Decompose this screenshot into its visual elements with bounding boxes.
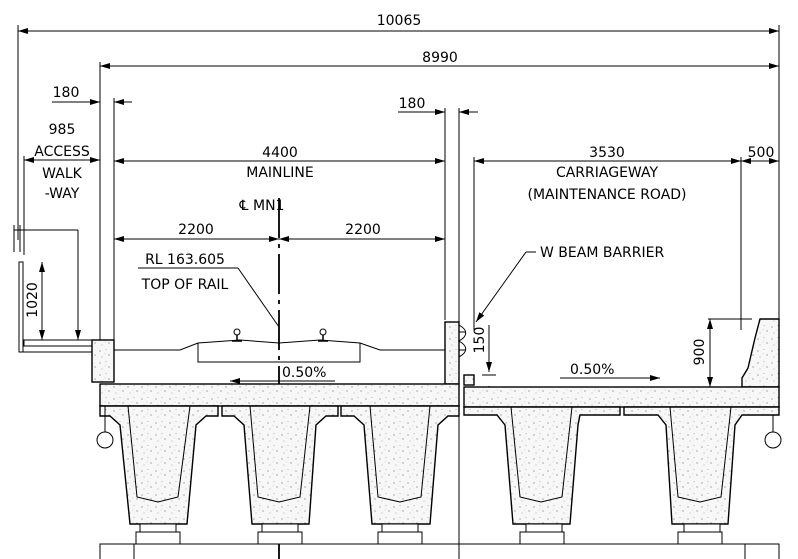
barrier-width-text: 500 — [748, 145, 775, 161]
slope-right-text: 0.50% — [570, 362, 614, 378]
mainline-width-text: 4400 — [262, 145, 298, 161]
slope-left-text: 0.50% — [282, 365, 326, 381]
walkway-railing: 1020 — [13, 225, 115, 383]
central-barrier: 150 — [444, 321, 496, 405]
bearings — [135, 523, 723, 545]
mainline-label: MAINLINE — [246, 165, 314, 181]
trackbed: 0.50% — [114, 328, 445, 384]
walkway-label-line1: ACCESS — [34, 144, 90, 160]
deck-slab-right — [463, 386, 780, 408]
rail-left — [232, 328, 242, 342]
overall-width-text: 10065 — [377, 13, 422, 29]
half-track-left-text: 2200 — [178, 222, 214, 238]
wbeam-height-text: 150 — [472, 327, 488, 354]
w-beam-barrier-annotation: W BEAM BARRIER — [475, 245, 664, 323]
carriageway-width-text: 3530 — [589, 145, 625, 161]
drain-left — [96, 406, 114, 449]
carriageway-label: CARRIAGEWAY — [556, 165, 659, 181]
dimension-mainline: 4400 MAINLINE ℄ MN1 2200 2200 — [114, 145, 445, 242]
barrier-gap-text: 180 — [399, 96, 426, 112]
girder — [463, 406, 621, 525]
deck-slab-left — [99, 383, 460, 407]
walkway-width-text: 985 — [49, 122, 76, 138]
dimension-deck: 8990 — [99, 50, 779, 340]
girder — [623, 406, 780, 525]
left-gap-text: 180 — [53, 85, 80, 101]
centerline-label: ℄ MN1 — [239, 198, 285, 214]
railing-height-text: 1020 — [25, 282, 41, 318]
girder — [340, 405, 460, 525]
road-side: 0.50% 900 — [560, 318, 780, 388]
walkway-label-line2: WALK — [42, 166, 82, 182]
top-of-rail-text: TOP OF RAIL — [141, 277, 229, 293]
dimension-carriageway: 3530 500 CARRIAGEWAY (MAINTENANCE ROAD) — [473, 145, 779, 330]
girder — [99, 405, 219, 525]
dimension-overall: 10065 — [17, 13, 780, 320]
maintenance-road-label: (MAINTENANCE ROAD) — [527, 187, 686, 203]
dimension-walkway: 985 ACCESS WALK -WAY — [23, 122, 100, 255]
pier-cap — [99, 543, 780, 559]
girder — [221, 405, 339, 525]
rail-right — [318, 328, 328, 342]
dimension-left-gap: 180 — [52, 85, 132, 340]
rail-level-annotation: RL 163.605 TOP OF RAIL — [138, 252, 280, 328]
deck-width-text: 8990 — [422, 50, 458, 66]
w-beam-barrier-text: W BEAM BARRIER — [540, 245, 664, 261]
drain-right — [764, 415, 782, 449]
barrier-height-text: 900 — [692, 339, 708, 366]
rail-level-text: RL 163.605 — [145, 252, 225, 268]
walkway-label-line3: -WAY — [45, 186, 80, 202]
half-track-right-text: 2200 — [345, 222, 381, 238]
